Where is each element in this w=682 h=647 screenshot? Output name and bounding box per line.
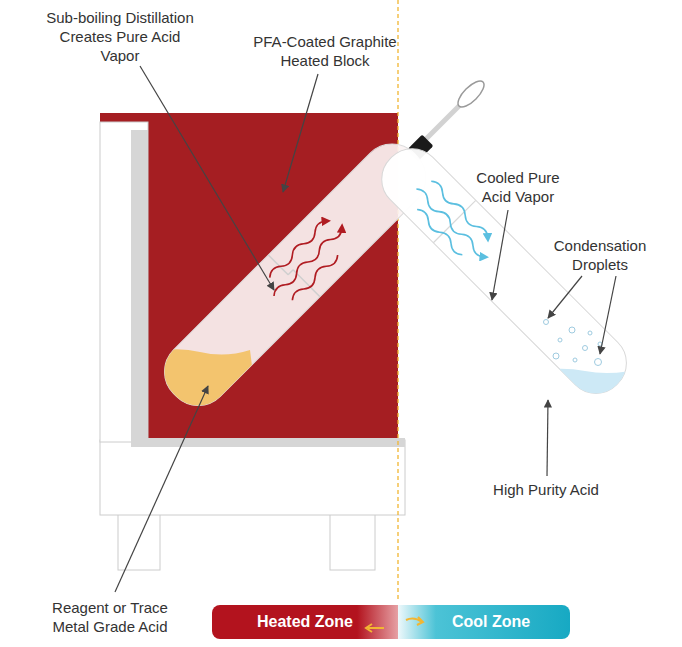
condensation-droplets <box>544 320 603 366</box>
collected-acid <box>530 369 640 440</box>
valve-knob <box>454 77 488 111</box>
callout-label: Sub-boiling Distillation Creates Pure Ac… <box>45 8 195 65</box>
stand-foot <box>330 512 375 570</box>
zone-label: Heated Zone <box>257 613 353 631</box>
callout-label: Cooled Pure Acid Vapor <box>468 168 568 206</box>
leader-lines <box>115 66 616 592</box>
zone-band: Heated Zone <box>212 605 398 639</box>
callout-label: Reagent or Trace Metal Grade Acid <box>40 598 180 636</box>
zone-band: Cool Zone <box>398 605 570 639</box>
source-acid <box>150 349 260 430</box>
callout-label: PFA-Coated Graphite Heated Block <box>245 32 405 70</box>
stand-foot <box>118 512 160 570</box>
stand-base <box>100 440 405 515</box>
zone-boundary <box>397 0 398 600</box>
stand-shadow <box>131 130 148 446</box>
callout-label: High Purity Acid <box>466 480 626 499</box>
callout-label: Condensation Droplets <box>545 236 655 274</box>
stand-shadow <box>131 438 405 447</box>
zone-label: Cool Zone <box>452 613 530 631</box>
